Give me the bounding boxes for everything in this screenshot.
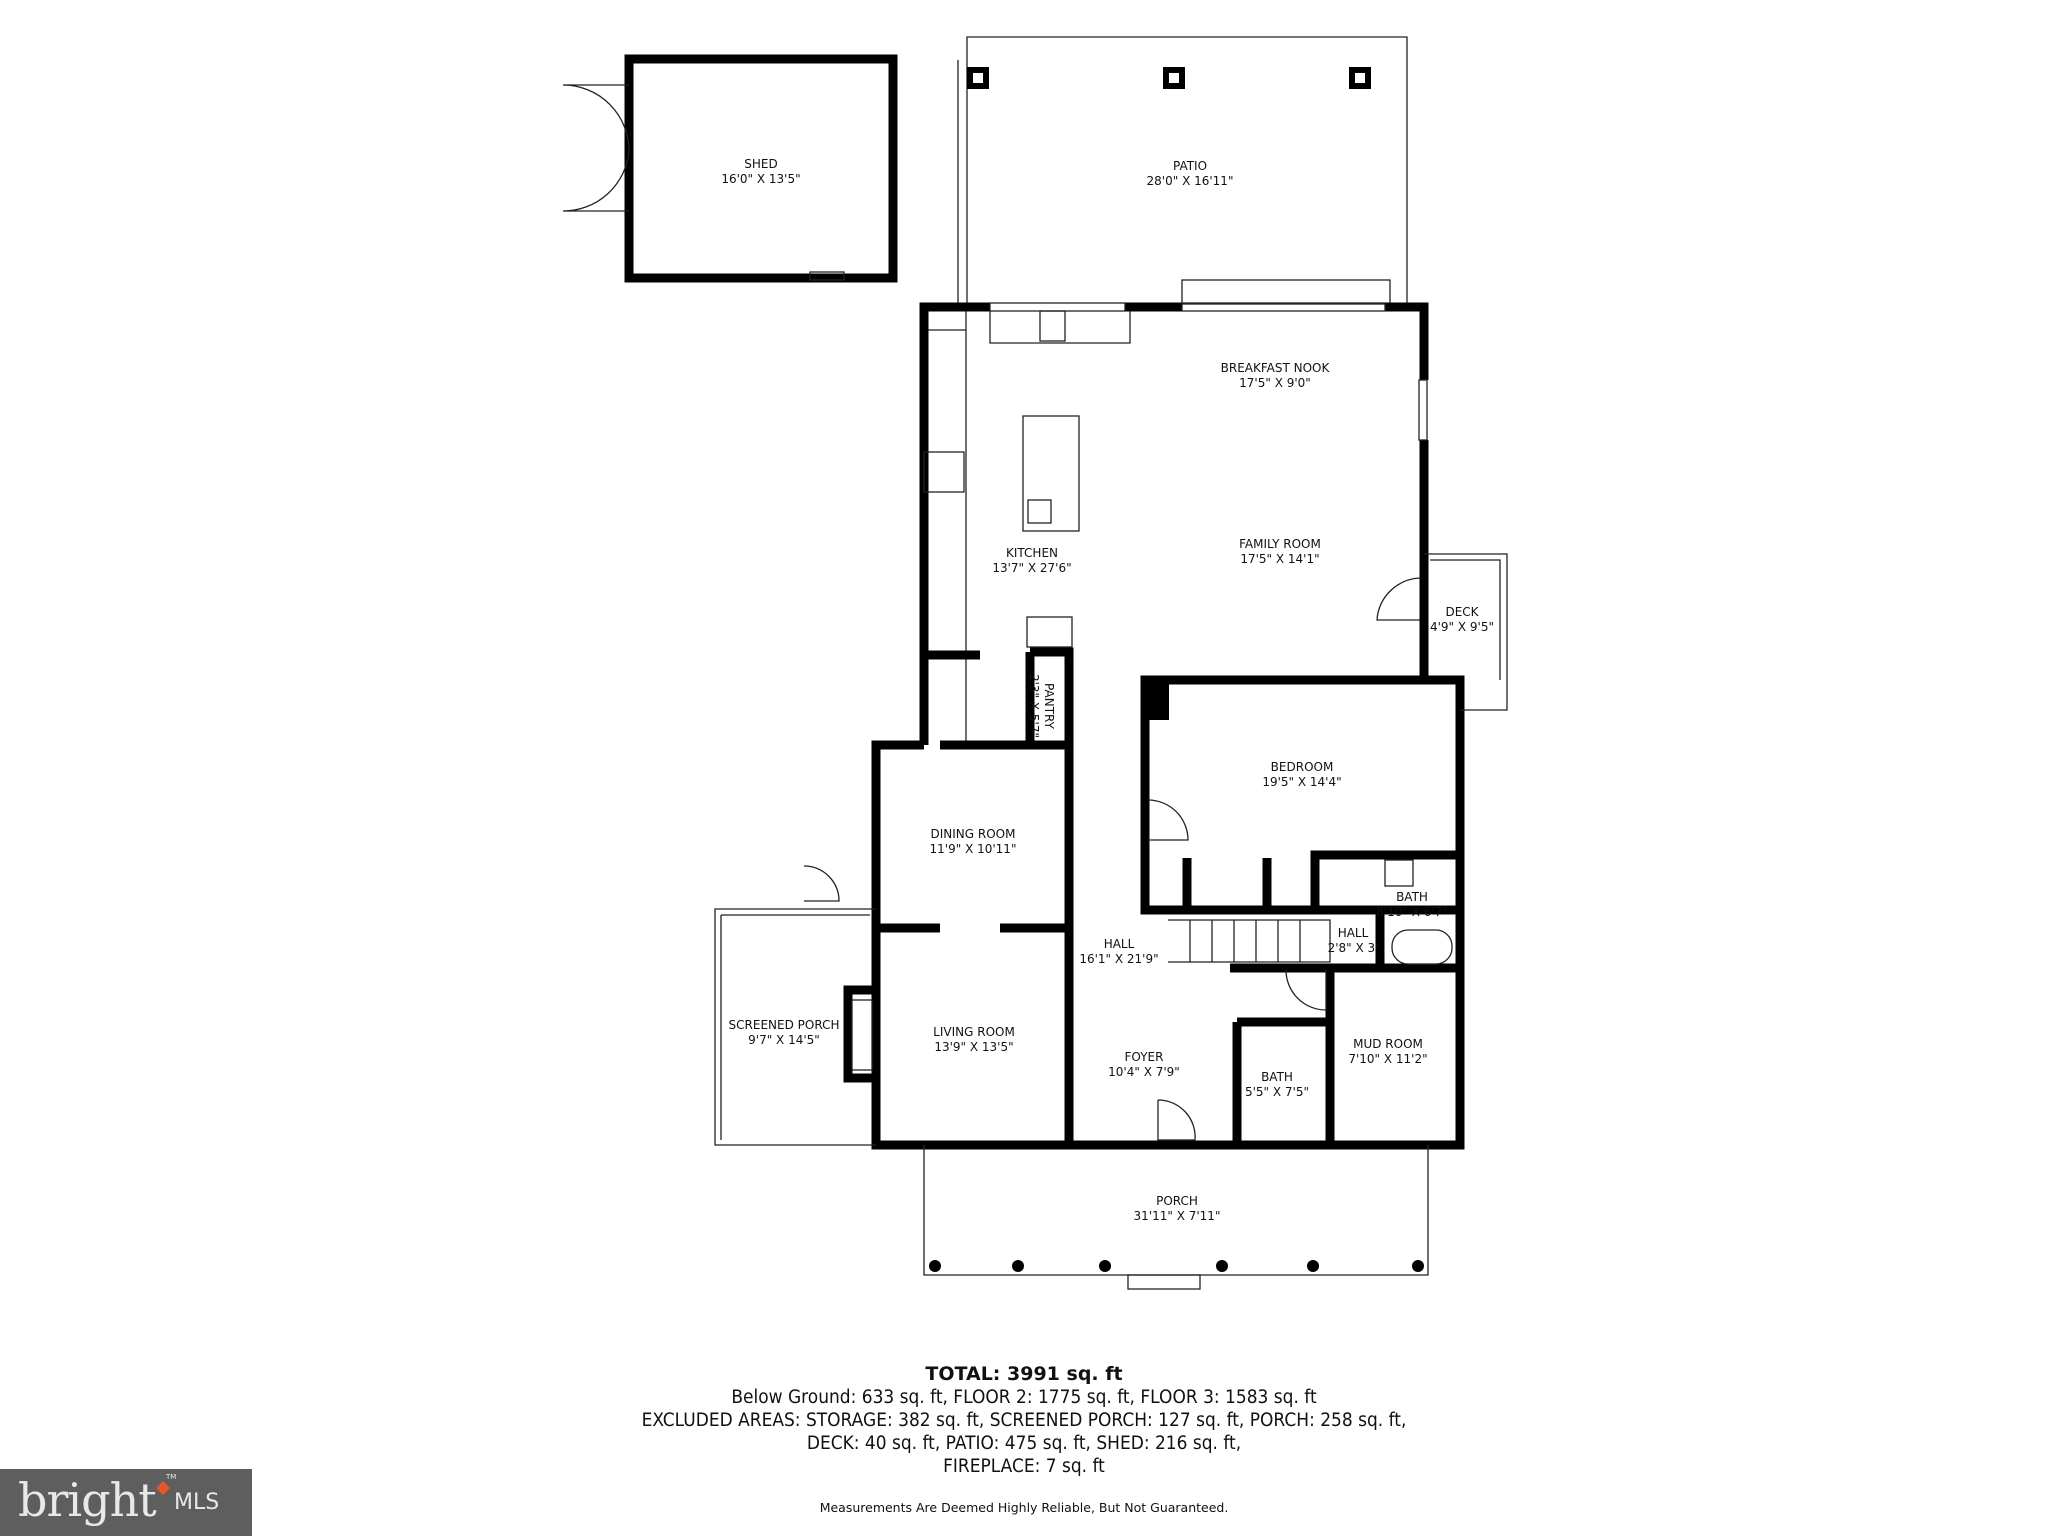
disclaimer: Measurements Are Deemed Highly Reliable,… <box>819 1500 1229 1515</box>
svg-text:MUD ROOM: MUD ROOM <box>1353 1037 1423 1051</box>
excluded-areas-2: DECK: 40 sq. ft, PATIO: 475 sq. ft, SHED… <box>806 1433 1242 1454</box>
svg-text:8'10" X 6'7": 8'10" X 6'7" <box>1376 905 1448 919</box>
svg-text:KITCHEN: KITCHEN <box>1006 546 1058 560</box>
svg-text:16'1" X 21'9": 16'1" X 21'9" <box>1079 952 1158 966</box>
svg-text:9'7" X 14'5": 9'7" X 14'5" <box>748 1033 820 1047</box>
walls <box>714 302 1508 1290</box>
svg-text:PANTRY: PANTRY <box>1042 683 1056 730</box>
svg-text:13'7" X 27'6": 13'7" X 27'6" <box>992 561 1071 575</box>
svg-text:HALL: HALL <box>1104 937 1135 951</box>
patio <box>957 36 1408 305</box>
logo-word: bright <box>18 1473 157 1527</box>
svg-text:FOYER: FOYER <box>1125 1050 1164 1064</box>
svg-text:7'10" X 11'2": 7'10" X 11'2" <box>1348 1052 1427 1066</box>
svg-text:BATH: BATH <box>1396 890 1428 904</box>
svg-text:2'8" X 3': 2'8" X 3' <box>1328 941 1379 955</box>
svg-text:BEDROOM: BEDROOM <box>1271 760 1334 774</box>
svg-text:LIVING ROOM: LIVING ROOM <box>933 1025 1015 1039</box>
svg-text:PORCH: PORCH <box>1156 1194 1198 1208</box>
excluded-areas-1: EXCLUDED AREAS: STORAGE: 382 sq. ft, SCR… <box>641 1410 1407 1431</box>
excluded-areas-3: FIREPLACE: 7 sq. ft <box>943 1456 1105 1477</box>
floor-areas: Below Ground: 633 sq. ft, FLOOR 2: 1775 … <box>731 1387 1317 1408</box>
svg-text:16'0" X 13'5": 16'0" X 13'5" <box>721 172 800 186</box>
svg-text:13'9" X 13'5": 13'9" X 13'5" <box>934 1040 1013 1054</box>
svg-text:BATH: BATH <box>1261 1070 1293 1084</box>
svg-text:5'5" X 7'5": 5'5" X 7'5" <box>1245 1085 1309 1099</box>
total-area: TOTAL: 3991 sq. ft <box>925 1363 1123 1385</box>
svg-text:17'5" X 14'1": 17'5" X 14'1" <box>1240 552 1319 566</box>
svg-text:SHED: SHED <box>744 157 777 171</box>
svg-text:19'5" X 14'4": 19'5" X 14'4" <box>1262 775 1341 789</box>
svg-text:31'11" X 7'11": 31'11" X 7'11" <box>1134 1209 1221 1223</box>
svg-text:PATIO: PATIO <box>1173 159 1207 173</box>
svg-text:4'9" X 9'5": 4'9" X 9'5" <box>1430 620 1494 634</box>
svg-text:FAMILY ROOM: FAMILY ROOM <box>1239 537 1321 551</box>
star-icon <box>155 1480 171 1496</box>
svg-text:17'5" X 9'0": 17'5" X 9'0" <box>1239 376 1311 390</box>
svg-text:11'9" X 10'11": 11'9" X 10'11" <box>930 842 1017 856</box>
svg-text:SCREENED PORCH: SCREENED PORCH <box>729 1018 840 1032</box>
svg-text:2'3" X 5'7": 2'3" X 5'7" <box>1027 674 1041 738</box>
svg-text:28'0" X 16'11": 28'0" X 16'11" <box>1147 174 1234 188</box>
bright-mls-logo: bright TM MLS <box>0 1469 252 1536</box>
svg-text:BREAKFAST NOOK: BREAKFAST NOOK <box>1221 361 1331 375</box>
svg-text:DINING ROOM: DINING ROOM <box>931 827 1016 841</box>
svg-text:DECK: DECK <box>1445 605 1479 619</box>
logo-tm: TM <box>166 1473 177 1481</box>
svg-text:HALL: HALL <box>1338 926 1369 940</box>
svg-text:10'4" X 7'9": 10'4" X 7'9" <box>1108 1065 1180 1079</box>
shed <box>562 54 898 283</box>
area-summary: TOTAL: 3991 sq. ft Below Ground: 633 sq.… <box>0 1363 2048 1478</box>
logo-mls: MLS <box>174 1490 220 1515</box>
